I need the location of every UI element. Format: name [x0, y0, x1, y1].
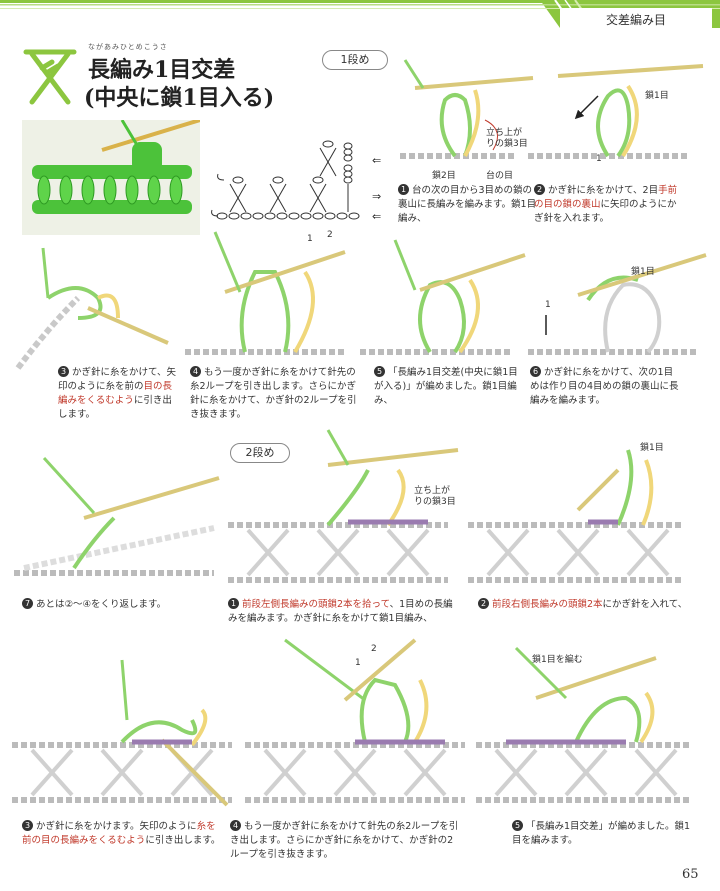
- step2-text-red: 手前の目の鎖の裏山: [534, 185, 678, 210]
- step1-number: 1: [398, 184, 409, 195]
- step5-text: 「長編み1目交差(中央に鎖1目が入る)」が編めました。鎖1目編み、: [374, 367, 518, 406]
- step4-figure: [185, 231, 346, 355]
- row2-step4-figure: [245, 638, 465, 803]
- label-row2-step4-one: 1: [355, 658, 361, 668]
- label-row2-step4-two: 2: [371, 644, 377, 654]
- row2-step2-text-post: にかぎ針を入れて、: [602, 599, 688, 610]
- crossed-double-crochet-symbol-icon: [23, 49, 77, 105]
- step2-figure: [528, 64, 704, 159]
- row2-step5-number: 5: [512, 820, 523, 831]
- step1-text: 台の次の目から3目めの鎖の裏山に長編みを編みます。鎖1目編み、: [398, 185, 537, 224]
- step6-text: かぎ針に糸をかけて、次の1目めは作り目の4目めの鎖の裏山に長編みを編みます。: [530, 367, 679, 406]
- label-chain2: 鎖2目: [432, 171, 456, 181]
- row2-step5-text: 「長編み1目交差」が編めました。鎖1目を編みます。: [512, 821, 691, 846]
- row2-step1-text-post: 、1目めの長編みを編みます。かぎ針に糸をかけて鎖1目編み、: [228, 599, 453, 624]
- step6-figure: [528, 253, 707, 355]
- row2-step3-number: 3: [22, 820, 33, 831]
- label-base: 台の目: [486, 171, 514, 181]
- step3-figure: [15, 247, 169, 370]
- step7-figure: [14, 456, 220, 576]
- step1-figure: [400, 59, 534, 159]
- step5-number: 5: [374, 366, 385, 377]
- row2-step3-text-pre: かぎ針に糸をかけます。矢印のように: [36, 821, 197, 832]
- label-chain3-upright: 立ち上がりの鎖3目: [486, 128, 528, 149]
- label-step6-chain1: 鎖1目: [631, 267, 655, 277]
- row2-label: 2段め: [230, 443, 290, 463]
- row2-step5-caption: 5「長編み1目交差」が編めました。鎖1目を編みます。: [512, 820, 692, 848]
- label-step4-two: 2: [327, 230, 333, 240]
- label-one: 1: [596, 154, 602, 164]
- row2-step4-number: 4: [230, 820, 241, 831]
- step3-text-red: 目の長編みをくるむよう: [58, 381, 173, 406]
- step4-number: 4: [190, 366, 201, 377]
- row2-step4-text: もう一度かぎ針に糸をかけて針先の糸2ループを引き出します。さらにかぎ針に糸をかけ…: [230, 821, 459, 860]
- label-chain1-make: 鎖1目を編む: [532, 655, 583, 665]
- step3-text-post: に引き出します。: [58, 395, 172, 420]
- row2-step1-text-red: 前段左側長編みの頭鎖2本を拾って: [242, 599, 390, 610]
- svg-text:⇐: ⇐: [372, 210, 381, 223]
- step7-text: あとは②〜④をくり返します。: [36, 599, 167, 610]
- step3-number: 3: [58, 366, 69, 377]
- row2-step5-figure: [476, 646, 691, 803]
- row2-step1-figure: [228, 429, 459, 583]
- step7-number: 7: [22, 598, 33, 609]
- row2-step1-number: 1: [228, 598, 239, 609]
- row2-step2-figure: [468, 449, 683, 583]
- step5-caption: 5「長編み1目交差(中央に鎖1目が入る)」が編めました。鎖1目編み、: [374, 366, 524, 408]
- crochet-sample-image: [22, 120, 200, 235]
- step5-figure: [360, 239, 526, 355]
- page-number: 65: [682, 867, 699, 882]
- svg-text:⇒: ⇒: [372, 190, 381, 203]
- step2-number: 2: [534, 184, 545, 195]
- page-subtitle: (中央に鎖1目入る): [84, 85, 275, 111]
- row2-step2-number: 2: [478, 598, 489, 609]
- label-row2-chain1: 鎖1目: [640, 443, 664, 453]
- label-row2-chain3-upright: 立ち上がりの鎖3目: [414, 486, 456, 507]
- section-title: 交差編み目: [560, 8, 712, 32]
- row2-step3-text-post: に引き出します。: [145, 835, 221, 846]
- step4-text: もう一度かぎ針に糸をかけて針先の糸2ループを引き出します。さらにかぎ針に糸をかけ…: [190, 367, 357, 420]
- step6-number: 6: [530, 366, 541, 377]
- row1-label: 1段め: [322, 50, 388, 70]
- label-step6-one: 1: [545, 300, 551, 310]
- step2-text-post: に矢印のようにかぎ針を入れます。: [534, 199, 677, 224]
- label-step4-one: 1: [307, 234, 313, 244]
- label-chain1: 鎖1目: [645, 91, 669, 101]
- sample-photo: [22, 120, 200, 235]
- title-ruby: ながあみひとめこうさ: [88, 43, 168, 51]
- row2-step2-text-red: 前段右側長編みの頭鎖2本: [492, 599, 603, 610]
- page-title: 長編み1目交差: [88, 57, 236, 83]
- stitch-chart-diagram: ⇐ ⇒ ⇐: [211, 140, 381, 223]
- svg-text:⇐: ⇐: [372, 154, 381, 167]
- row2-step3-text-red: 糸を前の目の長編みをくるむよう: [22, 821, 216, 846]
- step2-text-pre: かぎ針に糸をかけて、2目: [548, 185, 659, 196]
- row2-step3-figure: [12, 659, 232, 807]
- step3-text-pre: かぎ針に糸をかけて、矢印のように糸を前の: [58, 367, 177, 392]
